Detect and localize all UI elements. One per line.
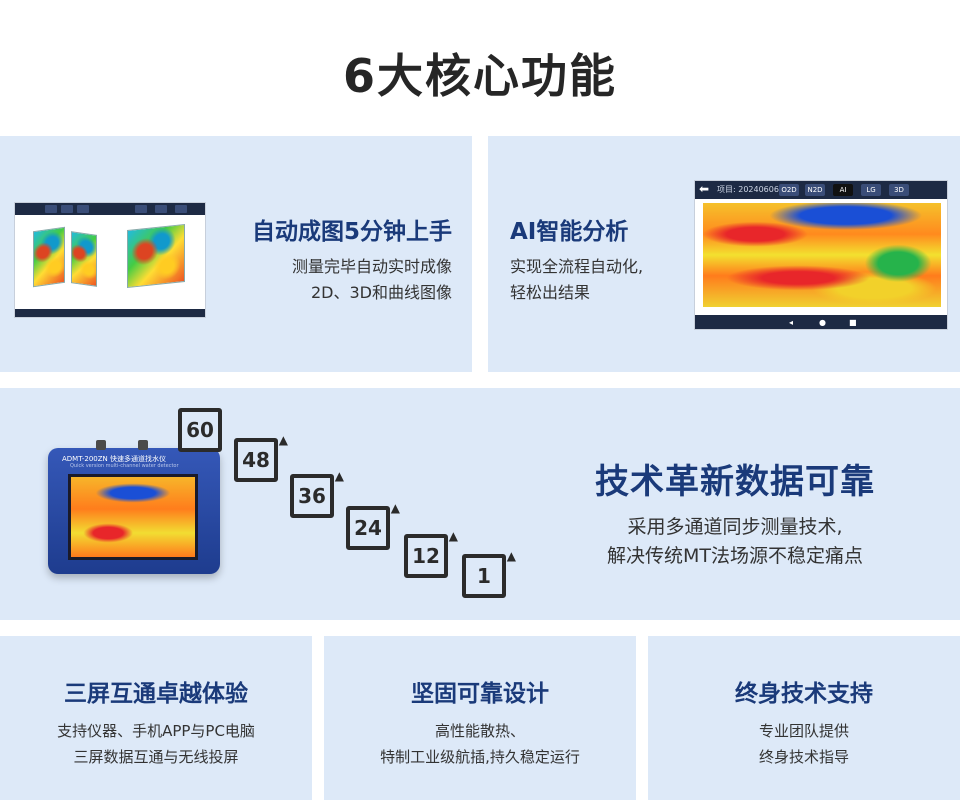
home-circle-icon: ● — [819, 318, 826, 327]
feature-desc-line2: 终身技术指导 — [758, 748, 849, 766]
up-arrow-icon: ▲ — [390, 501, 400, 515]
up-arrow-icon: ▲ — [506, 549, 516, 563]
feature-desc-line2: 解决传统MT法场源不稳定痛点 — [607, 545, 863, 567]
3d-cube-image — [127, 223, 185, 289]
feature-title: 自动成图5分钟上手 — [251, 219, 452, 245]
feature-desc-line2: 轻松出结果 — [510, 283, 591, 302]
screenshot-tab: AI — [833, 184, 853, 196]
feature-desc-line2: 特制工业级航插,持久稳定运行 — [380, 748, 580, 766]
screenshot-navbar: ◂ ● ■ — [695, 315, 947, 329]
feature-desc-line2: 三屏数据互通与无线投屏 — [73, 748, 239, 766]
up-arrow-icon: ▲ — [334, 469, 344, 483]
screenshot-tab: O2D — [779, 184, 799, 196]
feature-desc-line1: 测量完毕自动实时成像 — [291, 257, 452, 276]
project-label: 项目: 20240606 — [717, 185, 779, 194]
feature-card-support: 终身技术支持 专业团队提供 终身技术指导 — [648, 636, 960, 800]
feature-desc-line2: 2D、3D和曲线图像 — [310, 283, 452, 302]
recent-square-icon: ■ — [849, 318, 857, 327]
channel-badge: 60 — [178, 408, 222, 452]
feature-desc-line1: 采用多通道同步测量技术, — [627, 516, 843, 538]
feature-title: 三屏互通卓越体验 — [64, 681, 248, 707]
back-triangle-icon: ◂ — [789, 318, 794, 327]
feature-card-ai: AI智能分析 实现全流程自动化, 轻松出结果 ⬅ 项目: 20240606 O2… — [488, 136, 960, 372]
channel-badge: 36▲ — [290, 470, 344, 518]
channel-badge: 24▲ — [346, 502, 400, 550]
feature-desc-line1: 实现全流程自动化, — [510, 257, 644, 276]
feature-title: 技术革新数据可靠 — [595, 462, 875, 502]
2d-section-image — [33, 226, 65, 288]
feature-desc-line1: 支持仪器、手机APP与PC电脑 — [57, 722, 255, 740]
feature-card-rugged: 坚固可靠设计 高性能散热、 特制工业级航插,持久稳定运行 — [324, 636, 636, 800]
channel-badge: 48▲ — [234, 434, 288, 482]
page-title: 6大核心功能 — [342, 49, 617, 103]
feature-title: 坚固可靠设计 — [411, 681, 549, 707]
ai-screenshot: ⬅ 项目: 20240606 O2D N2D AI LG 3D ◂ ● ■ — [694, 180, 948, 330]
screenshot-toolbar: ⬅ 项目: 20240606 O2D N2D AI LG 3D — [695, 181, 947, 199]
autoplot-screenshot — [14, 202, 206, 318]
screenshot-toolbar — [15, 203, 205, 215]
up-arrow-icon: ▲ — [448, 529, 458, 543]
screenshot-tab: 3D — [889, 184, 909, 196]
2d-section-image — [71, 231, 97, 287]
channel-badge: 1▲ — [462, 550, 516, 598]
screenshot-tab: N2D — [805, 184, 825, 196]
resistivity-heatmap — [703, 203, 941, 307]
device-subtitle-label: Quick version multi-channel water detect… — [70, 463, 179, 469]
feature-card-multichannel: ADMT-200ZN 快速多通道找水仪 Quick version multi-… — [0, 388, 960, 620]
feature-card-screen-sync: 三屏互通卓越体验 支持仪器、手机APP与PC电脑 三屏数据互通与无线投屏 — [0, 636, 312, 800]
channel-badge: 12▲ — [404, 530, 458, 578]
back-arrow-icon: ⬅ — [699, 182, 710, 196]
feature-title: AI智能分析 — [510, 219, 629, 245]
device-screen — [68, 474, 198, 560]
screenshot-navbar — [15, 309, 205, 317]
feature-desc-line1: 专业团队提供 — [758, 722, 849, 740]
feature-title: 终身技术支持 — [735, 681, 873, 707]
screenshot-tab: LG — [861, 184, 881, 196]
feature-card-autoplot: 自动成图5分钟上手 测量完毕自动实时成像 2D、3D和曲线图像 — [0, 136, 472, 372]
up-arrow-icon: ▲ — [278, 433, 288, 447]
device-model-label: ADMT-200ZN 快速多通道找水仪 — [62, 455, 166, 463]
detector-device-image: ADMT-200ZN 快速多通道找水仪 Quick version multi-… — [48, 440, 220, 574]
feature-desc-line1: 高性能散热、 — [434, 722, 525, 740]
